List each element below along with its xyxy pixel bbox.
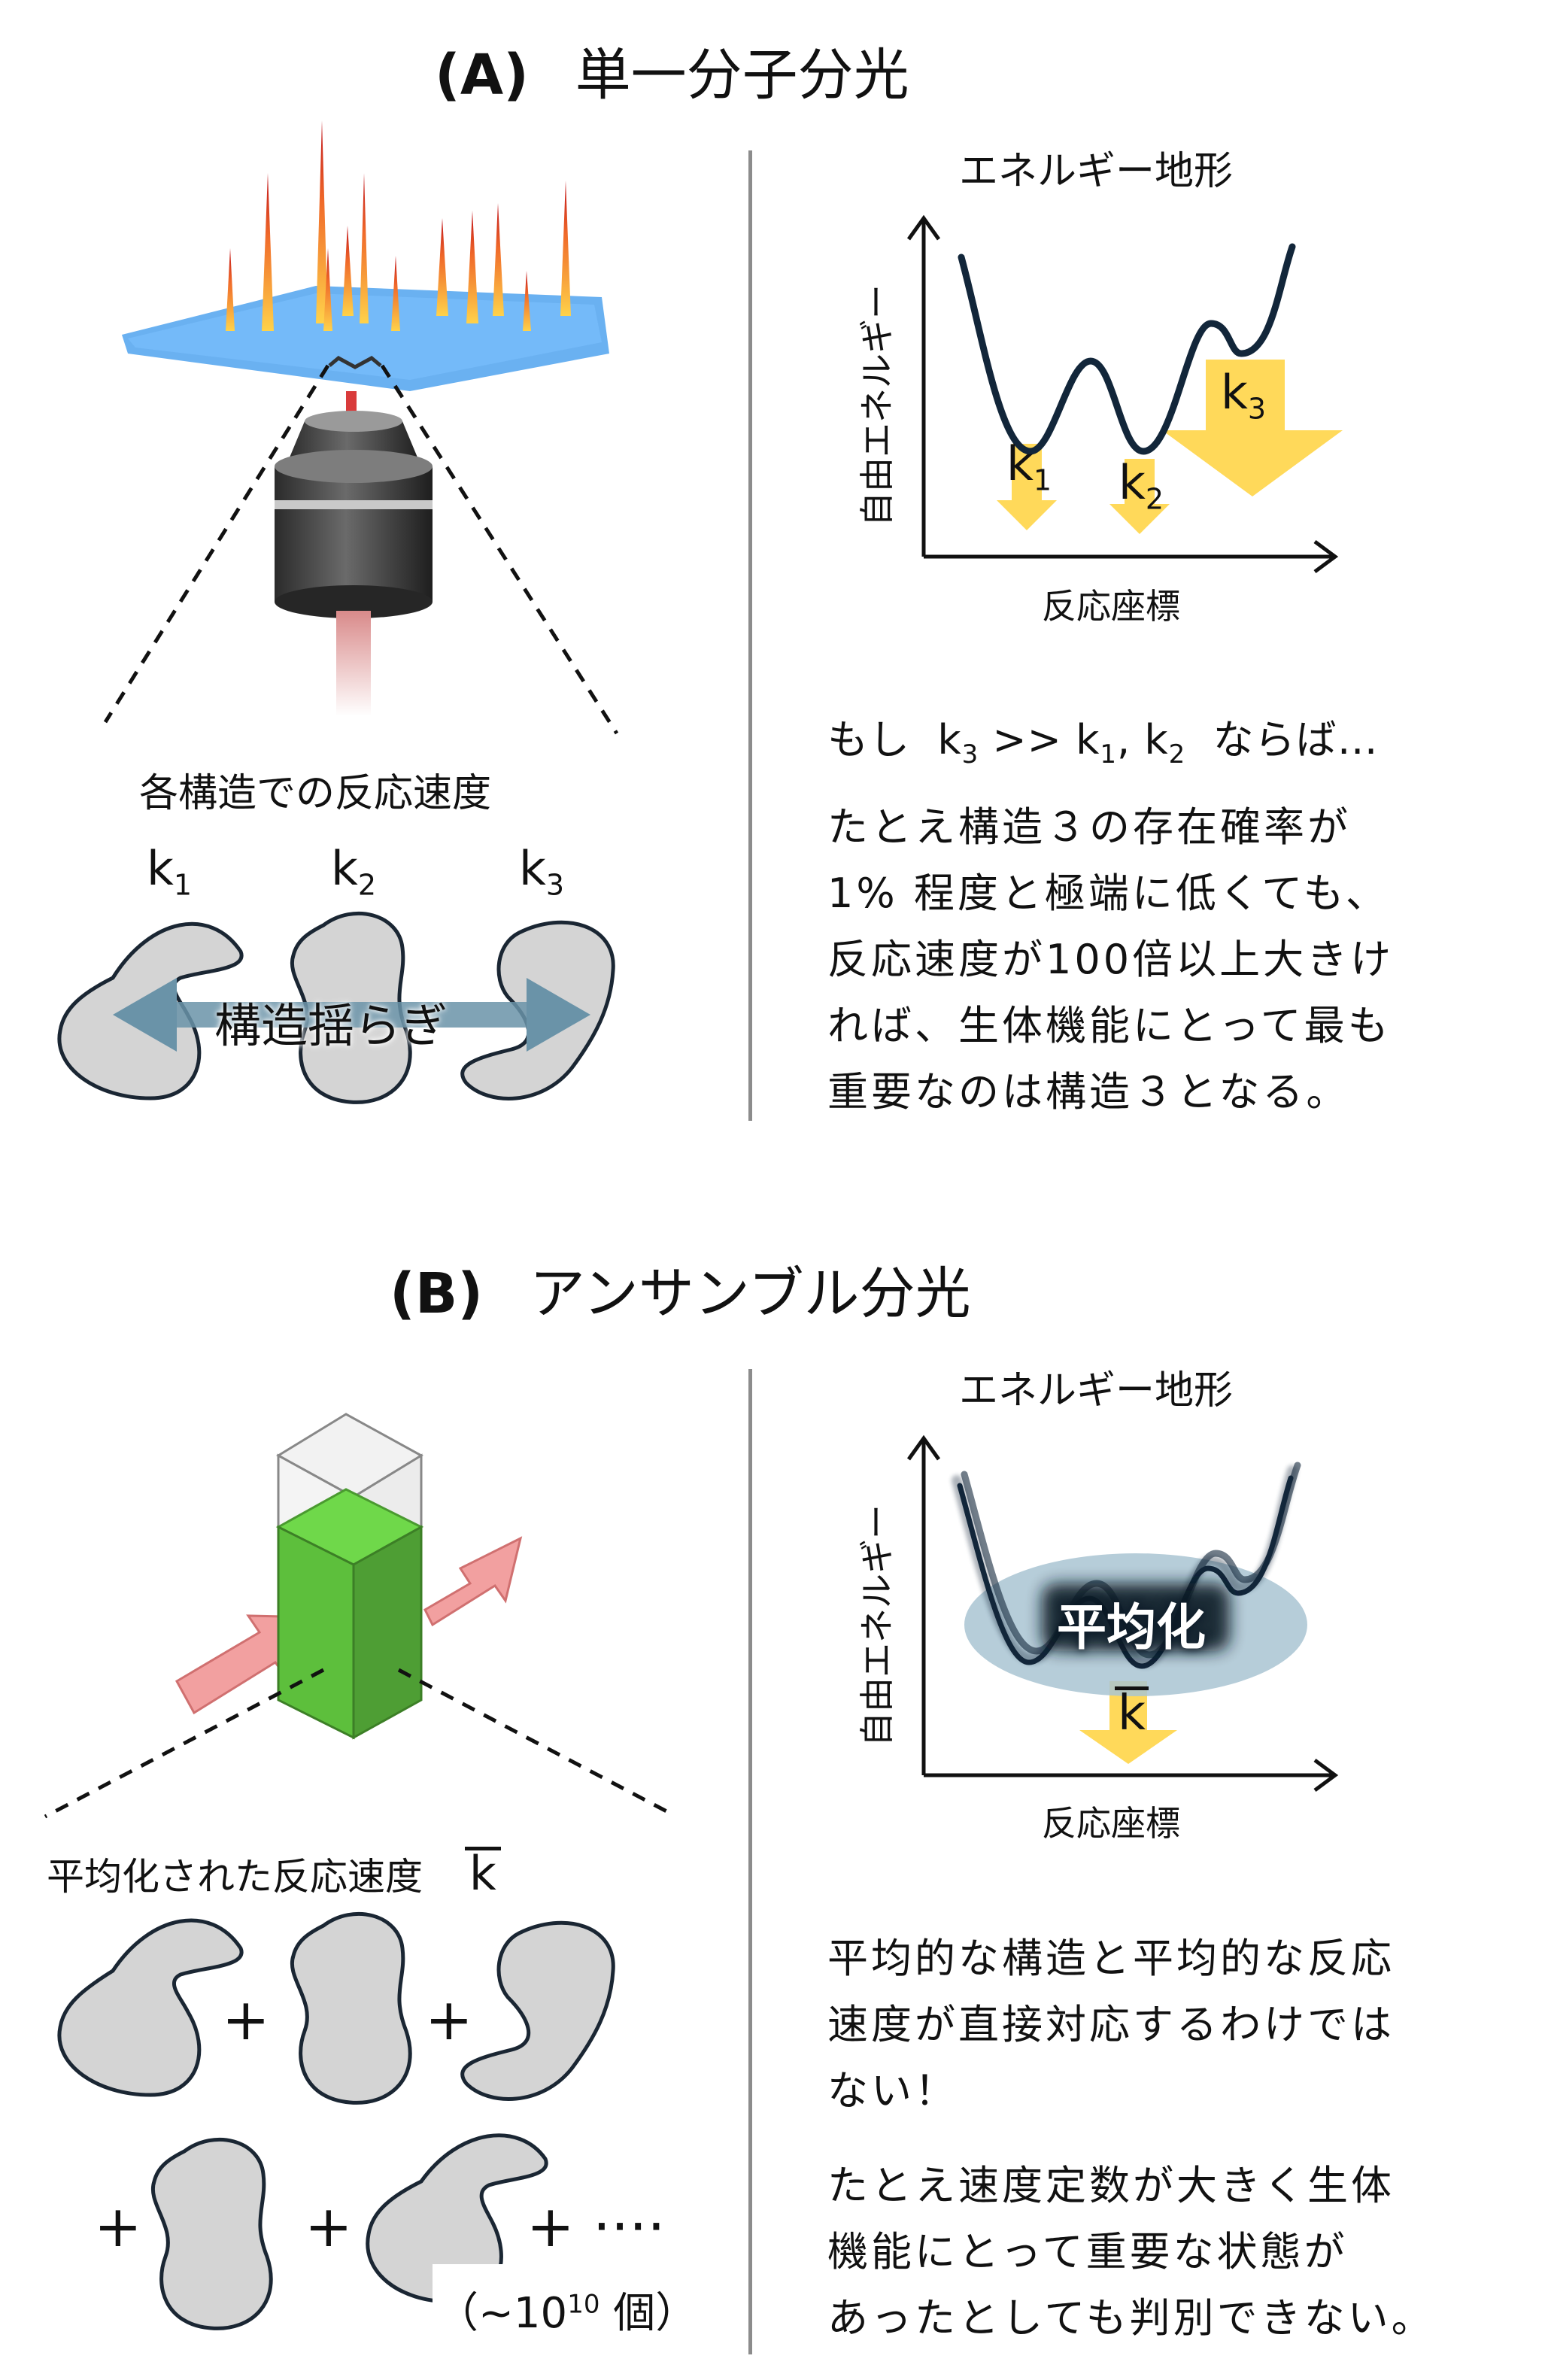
spectrum-peaks — [226, 120, 571, 331]
paragraph-b2: たとえ速度定数が大きく生体 機能にとって重要な状態が あったとしても判別できない… — [827, 2153, 1435, 2351]
ensemble-protein — [460, 1920, 615, 2101]
section-b-label: (B) — [390, 1261, 484, 1326]
averaging-label: 平均化 — [1057, 1598, 1206, 1656]
paragraph-a: たとえ構造３の存在確率が 1% 程度と極端に低くても、 反応速度が100倍以上大… — [827, 794, 1394, 1125]
paragraph-a-line: たとえ構造３の存在確率が — [827, 803, 1351, 851]
laser-beam — [336, 611, 371, 716]
objective-lens — [286, 421, 421, 466]
fluctuation-label: 構造揺らぎ — [214, 998, 448, 1053]
paragraph-b2-line: あったとしても判別できない。 — [827, 2294, 1435, 2342]
count-unit: 個） — [599, 2289, 698, 2338]
paragraph-a-line: れば、生体機能にとって最も — [827, 1002, 1392, 1049]
condition-text: もし k3 >> k1, k2 ならば… — [827, 716, 1379, 770]
paragraph-b1: 平均的な構造と平均的な反応 速度が直接対応するわけでは ない！ — [827, 1926, 1395, 2124]
avg-caption-rate: k — [464, 1847, 501, 1897]
struct-rate-k3: k3 — [519, 841, 565, 902]
section-a-label: (A) — [435, 43, 529, 108]
plus-ellipsis: + ···· — [527, 2193, 666, 2260]
x-axis-label-a: 反応座標 — [1042, 586, 1180, 627]
paragraph-a-line: 1% 程度と極端に低くても、 — [827, 870, 1389, 917]
section-b-divider — [748, 1369, 752, 2354]
paragraph-b1-line: 速度が直接対応するわけでは — [827, 2001, 1395, 2048]
struct-rate-k1: k1 — [147, 841, 193, 902]
count-prefix: （~10 — [436, 2289, 568, 2338]
paragraph-b1-line: ない！ — [827, 2067, 958, 2114]
count-exponent: 10 — [567, 2289, 600, 2320]
section-a-title: (A) 単一分子分光 — [435, 30, 909, 111]
avg-rate-label: k — [1115, 1686, 1149, 1738]
plus-sign: + — [425, 1986, 473, 2053]
x-axis-label-b: 反応座標 — [1042, 1803, 1180, 1844]
well-rate-k2: k2 — [1119, 455, 1164, 516]
incident-light-arrow — [175, 1614, 318, 1715]
ensemble-count: （~1010 個） — [436, 2279, 697, 2340]
paragraph-b2-line: たとえ速度定数が大きく生体 — [827, 2162, 1395, 2209]
paragraph-a-line: 反応速度が100倍以上大きけ — [827, 936, 1395, 983]
landscape-a-title: エネルギー地形 — [959, 149, 1234, 194]
spectrum-surface — [122, 286, 609, 391]
avg-caption-text: 平均化された反応速度 — [47, 1855, 423, 1899]
landscape-b-title: エネルギー地形 — [959, 1368, 1234, 1413]
section-a-divider — [748, 150, 752, 1121]
section-b-title: (B) アンサンブル分光 — [390, 1249, 971, 1329]
plus-sign: + — [222, 1986, 270, 2053]
plus-sign: + — [94, 2193, 142, 2260]
paragraph-b2-line: 機能にとって重要な状態が — [827, 2228, 1348, 2275]
ensemble-protein — [57, 1918, 244, 2097]
transmitted-light-arrow — [423, 1536, 523, 1627]
plus-sign: + — [305, 2193, 353, 2260]
sample-liquid — [275, 1488, 424, 1566]
well-rate-k1: k1 — [1006, 436, 1052, 497]
well-rate-k3: k3 — [1221, 365, 1267, 426]
ensemble-protein — [150, 2138, 273, 2330]
y-axis-label-a: 自由エネルギー — [857, 284, 897, 527]
section-b-heading: アンサンブル分光 — [529, 1261, 971, 1326]
ensemble-protein — [290, 1912, 412, 2105]
paragraph-b1-line: 平均的な構造と平均的な反応 — [827, 1935, 1395, 1982]
struct-rate-k2: k2 — [331, 841, 377, 902]
protein-structure-3 — [460, 920, 615, 1100]
y-axis-label-b: 自由エネルギー — [857, 1504, 897, 1747]
paragraph-a-line: 重要なのは構造３となる。 — [827, 1068, 1350, 1116]
ensemble-protein — [366, 2133, 548, 2304]
rates-caption: 各構造での反応速度 — [139, 771, 492, 816]
section-a-heading: 単一分子分光 — [575, 43, 909, 108]
avg-caption: 平均化された反応速度 k — [47, 1847, 501, 1901]
